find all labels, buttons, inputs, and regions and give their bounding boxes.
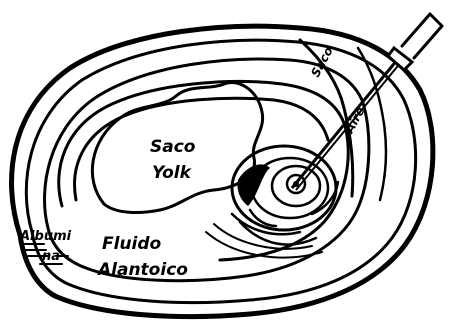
shell-membrane xyxy=(26,40,415,302)
yolk-label-line1: Saco xyxy=(150,137,196,157)
allantoic-membrane-inner xyxy=(75,98,328,200)
allantoic-label-line2: Alantoico xyxy=(96,260,188,280)
albumen-label-line1: Albumi xyxy=(19,229,72,244)
syringe-barrel xyxy=(402,14,442,58)
albumen-label-line2: na xyxy=(42,249,60,264)
air-sac-label-line1: Saco xyxy=(308,44,335,79)
allantoic-label-line1: Fluido xyxy=(102,234,162,254)
yolk-label-line2: Yolk xyxy=(152,163,193,183)
